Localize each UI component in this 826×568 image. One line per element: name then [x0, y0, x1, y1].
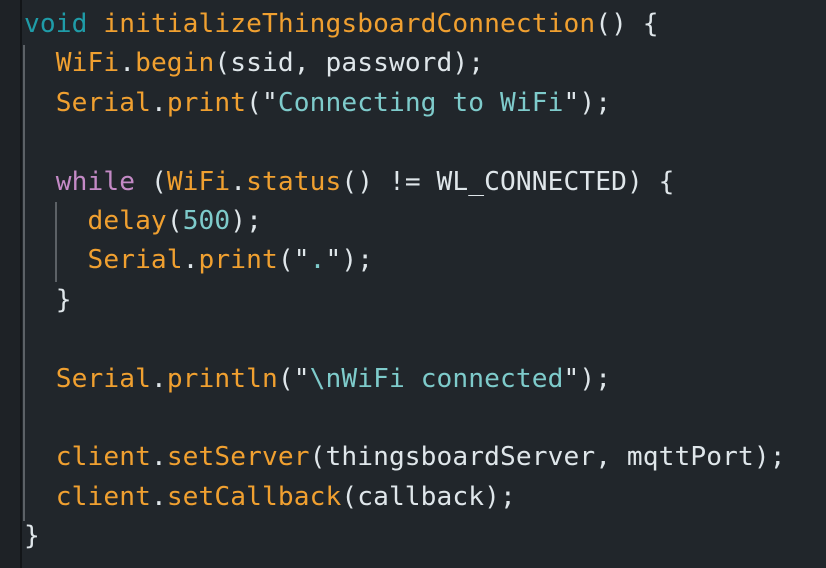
- token-punc: .: [150, 363, 167, 394]
- token-obj: Serial: [55, 87, 151, 118]
- token-punc: (": [246, 87, 278, 118]
- code-line[interactable]: }: [24, 517, 786, 556]
- indent: [24, 442, 56, 472]
- token-fn: delay: [87, 205, 167, 236]
- token-fn: setCallback: [166, 481, 342, 512]
- code-line[interactable]: Serial.print("Connecting to WiFi");: [24, 84, 786, 123]
- token-punc: ");: [563, 363, 612, 394]
- code-line[interactable]: WiFi.begin(ssid, password);: [24, 44, 786, 83]
- token-str: Connecting to WiFi: [277, 87, 564, 118]
- indent: [24, 245, 87, 275]
- indent: [24, 364, 56, 394]
- indent: [24, 285, 56, 315]
- token-punc: ");: [325, 245, 374, 276]
- code-line[interactable]: Serial.println("\nWiFi connected");: [24, 360, 786, 399]
- token-obj: WiFi: [166, 166, 231, 197]
- code-line[interactable]: Serial.print(".");: [24, 241, 786, 280]
- code-line[interactable]: client.setCallback(callback);: [24, 478, 786, 517]
- code-line[interactable]: while (WiFi.status() != WL_CONNECTED) {: [24, 163, 786, 202]
- token-punc: () {: [595, 9, 659, 39]
- token-punc: ");: [563, 87, 612, 118]
- token-fn: begin: [135, 48, 215, 79]
- token-obj: Serial: [87, 245, 183, 276]
- indent-guide-while-body: [55, 202, 57, 282]
- token-obj: client: [55, 442, 151, 473]
- token-fn: print: [198, 245, 278, 276]
- token-obj: WiFi: [55, 48, 120, 79]
- token-num: 500: [182, 205, 231, 236]
- token-fn: println: [166, 363, 278, 394]
- indent: [24, 48, 56, 78]
- indent-guide-function-body: [23, 45, 25, 521]
- token-fn: setServer: [166, 442, 310, 473]
- token-fn: status: [246, 166, 342, 197]
- editor-gutter: [0, 0, 22, 568]
- code-line[interactable]: }: [24, 281, 786, 320]
- token-obj: client: [55, 481, 151, 512]
- token-plain: (thingsboardServer, mqttPort);: [309, 442, 786, 473]
- token-punc: .: [119, 48, 136, 79]
- indent: [24, 167, 56, 197]
- code-line[interactable]: client.setServer(thingsboardServer, mqtt…: [24, 438, 786, 477]
- token-punc: }: [55, 284, 72, 315]
- indent: [24, 482, 56, 512]
- token-plain: (ssid, password);: [214, 48, 485, 79]
- token-punc: }: [24, 521, 40, 552]
- token-plain: (callback);: [341, 481, 516, 512]
- token-punc: .: [150, 442, 167, 473]
- token-kw-ctrl: while: [55, 166, 136, 197]
- token-fn: print: [166, 87, 247, 118]
- token-punc: .: [150, 87, 167, 118]
- token-punc: .: [230, 166, 247, 197]
- token-str: \nWiFi connected: [309, 363, 564, 394]
- token-obj: Serial: [55, 363, 151, 394]
- token-fn: initializeThingsboardConnection: [103, 9, 596, 39]
- token-plain: () != WL_CONNECTED) {: [341, 166, 675, 197]
- token-plain: [87, 9, 103, 39]
- token-punc: .: [150, 481, 167, 512]
- code-area[interactable]: void initializeThingsboardConnection() {…: [24, 5, 786, 556]
- token-str: .: [309, 245, 326, 276]
- indent: [24, 206, 87, 236]
- token-punc: (: [166, 205, 183, 236]
- indent: [24, 88, 56, 118]
- code-line[interactable]: [24, 320, 786, 359]
- code-line[interactable]: void initializeThingsboardConnection() {: [24, 5, 786, 44]
- code-line[interactable]: [24, 399, 786, 438]
- token-punc: (: [135, 166, 167, 197]
- token-punc: (": [277, 363, 310, 394]
- token-punc: (": [277, 245, 310, 276]
- code-line[interactable]: [24, 123, 786, 162]
- code-line[interactable]: delay(500);: [24, 202, 786, 241]
- token-punc: );: [230, 205, 263, 236]
- token-kw-type: void: [24, 9, 88, 39]
- token-punc: .: [182, 245, 199, 276]
